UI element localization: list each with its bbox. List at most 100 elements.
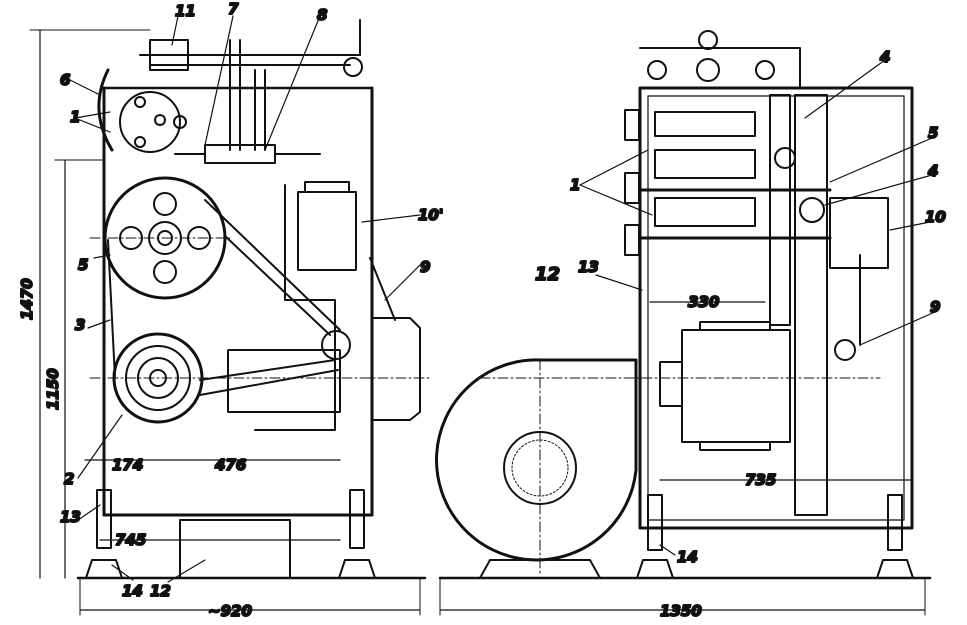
- leader: [859, 311, 936, 346]
- foot-base: [85, 559, 123, 579]
- motor-top: [699, 321, 771, 331]
- pulley-hole: [153, 192, 177, 216]
- foot-14: [96, 489, 112, 549]
- dim-1350: 1350: [660, 602, 702, 620]
- dim-1150: 1150: [44, 368, 62, 410]
- label-13: 13: [578, 258, 599, 276]
- belt: [199, 369, 339, 396]
- label-5: 5: [928, 124, 938, 142]
- side-view: [435, 30, 932, 616]
- dim-920: ~920: [208, 602, 252, 620]
- leader: [595, 274, 643, 291]
- belt: [107, 239, 116, 379]
- motor-shaft: [659, 361, 683, 407]
- dimension-labels: 1470 1150 174 476 745 ~920 330 735 1350: [17, 277, 777, 621]
- label-14: 14: [122, 582, 143, 600]
- leader: [77, 414, 123, 479]
- leader: [829, 137, 933, 183]
- roll-unit-1: [654, 149, 756, 179]
- pipe-loop: [254, 184, 336, 431]
- gear-hole: [134, 96, 146, 108]
- top-valve: [696, 58, 720, 82]
- motor-bottom: [699, 441, 771, 451]
- leader: [111, 564, 134, 581]
- pulley-hole: [119, 226, 143, 250]
- leader: [361, 214, 421, 223]
- label-9: 9: [930, 298, 940, 316]
- roll-unit-1: [654, 111, 756, 137]
- motor-housing: [227, 349, 341, 413]
- leader: [804, 59, 886, 119]
- label-5: 5: [78, 256, 88, 274]
- label-1: 1: [570, 176, 580, 194]
- label-12: 12: [535, 264, 560, 285]
- pulley-ring: [137, 357, 179, 399]
- foot-base: [876, 559, 914, 579]
- dim-174: 174: [112, 456, 143, 474]
- leader: [579, 149, 649, 186]
- fan-housing-12: [435, 358, 638, 562]
- top-pipe: [639, 47, 801, 89]
- front-view: [29, 19, 431, 616]
- label-2: 2: [64, 470, 74, 488]
- gear-hole: [173, 115, 187, 129]
- leader: [659, 544, 676, 556]
- valve-block-11: [149, 39, 189, 71]
- label-10: 10: [925, 208, 946, 226]
- tank-cap: [304, 181, 350, 193]
- leader-lines: [69, 15, 936, 583]
- part-labels: 1 1 2 3 4 4 5 5 6 7 8 9 9 10' 10 11 12 1…: [59, 0, 947, 601]
- label-6: 6: [60, 71, 70, 89]
- drive-column: [769, 94, 791, 326]
- roll-end: [624, 224, 640, 256]
- foot-base: [636, 559, 674, 579]
- fan-flange: [371, 317, 421, 421]
- belt: [204, 199, 341, 331]
- guard-6: [97, 68, 114, 152]
- gear: [799, 197, 825, 223]
- foot-base: [338, 559, 376, 579]
- side-motor: [681, 329, 791, 443]
- label-4: 4: [927, 162, 938, 180]
- top-valve: [647, 60, 667, 80]
- top-valve: [343, 57, 363, 77]
- label-8: 8: [317, 6, 327, 24]
- roll-end: [624, 109, 640, 141]
- gear-hole: [154, 114, 166, 126]
- leader: [93, 254, 111, 259]
- dim-330: 330: [688, 293, 719, 311]
- tensioner-arm: [369, 257, 396, 321]
- label-13: 13: [60, 508, 81, 526]
- dim-735: 735: [745, 471, 776, 489]
- label-11: 11: [175, 2, 196, 20]
- drive-column: [794, 94, 828, 516]
- leader: [264, 15, 321, 151]
- label-1: 1: [70, 108, 80, 126]
- label-14: 14: [677, 548, 698, 566]
- foot-14: [887, 494, 903, 551]
- tank-10prime: [297, 191, 357, 271]
- top-valve: [755, 60, 775, 80]
- dim-476: 476: [214, 456, 246, 474]
- leader: [74, 111, 111, 119]
- gear: [774, 147, 796, 169]
- top-valve: [698, 30, 718, 50]
- roll-unit-1: [654, 197, 756, 227]
- label-9: 9: [420, 258, 430, 276]
- leader: [167, 559, 206, 583]
- dim-745: 745: [115, 531, 146, 549]
- top-pipes: [139, 39, 361, 151]
- leader: [384, 264, 421, 301]
- leader: [204, 15, 234, 146]
- pulley-hole: [153, 260, 177, 284]
- leader: [889, 221, 931, 231]
- foot-14: [647, 494, 663, 551]
- base-box-12: [179, 519, 291, 579]
- leader: [87, 319, 111, 329]
- label-3: 3: [75, 316, 85, 334]
- gear-cluster: [119, 91, 181, 153]
- leader: [77, 504, 101, 521]
- belt: [199, 359, 336, 381]
